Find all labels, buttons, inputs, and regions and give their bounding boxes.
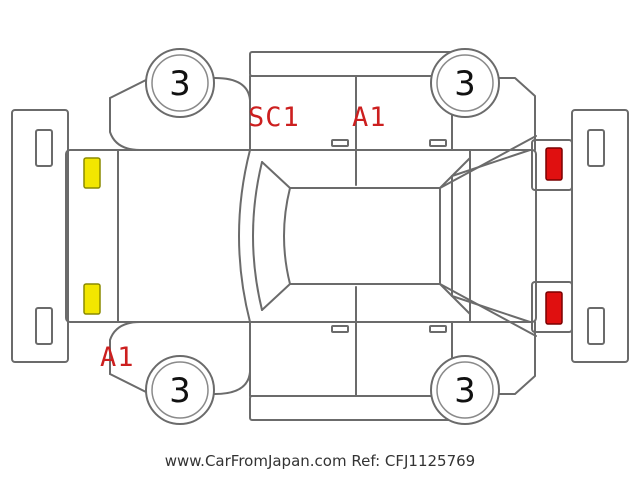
wheel-grade-rear-left: 3 <box>454 64 476 104</box>
rear-lamp-right <box>545 291 563 325</box>
roof-and-glass <box>238 135 537 337</box>
wheel-grade-front-left: 3 <box>169 64 191 104</box>
wheel-grade-front-right: 3 <box>169 371 191 411</box>
front-lamp-left <box>83 157 101 189</box>
front-lamp-right <box>83 283 101 315</box>
wheel-front-left: 3 <box>145 48 215 118</box>
damage-mark-left-front-door: SC1 <box>248 102 300 133</box>
headlamps <box>83 157 101 315</box>
wheel-grade-rear-right: 3 <box>454 371 476 411</box>
reference-footer: www.CarFromJapan.com Ref: CFJ1125769 <box>164 452 476 470</box>
damage-mark-right-front-corner: A1 <box>100 342 135 373</box>
damage-mark-left-rear-door: A1 <box>352 102 387 133</box>
taillamps <box>531 139 573 333</box>
wheel-front-right: 3 <box>145 355 215 425</box>
car-body <box>65 149 537 323</box>
rear-bumper <box>571 109 629 363</box>
wheel-rear-right: 3 <box>430 355 500 425</box>
front-bumper <box>11 109 69 363</box>
wheel-rear-left: 3 <box>430 48 500 118</box>
rear-lamp-left <box>545 147 563 181</box>
